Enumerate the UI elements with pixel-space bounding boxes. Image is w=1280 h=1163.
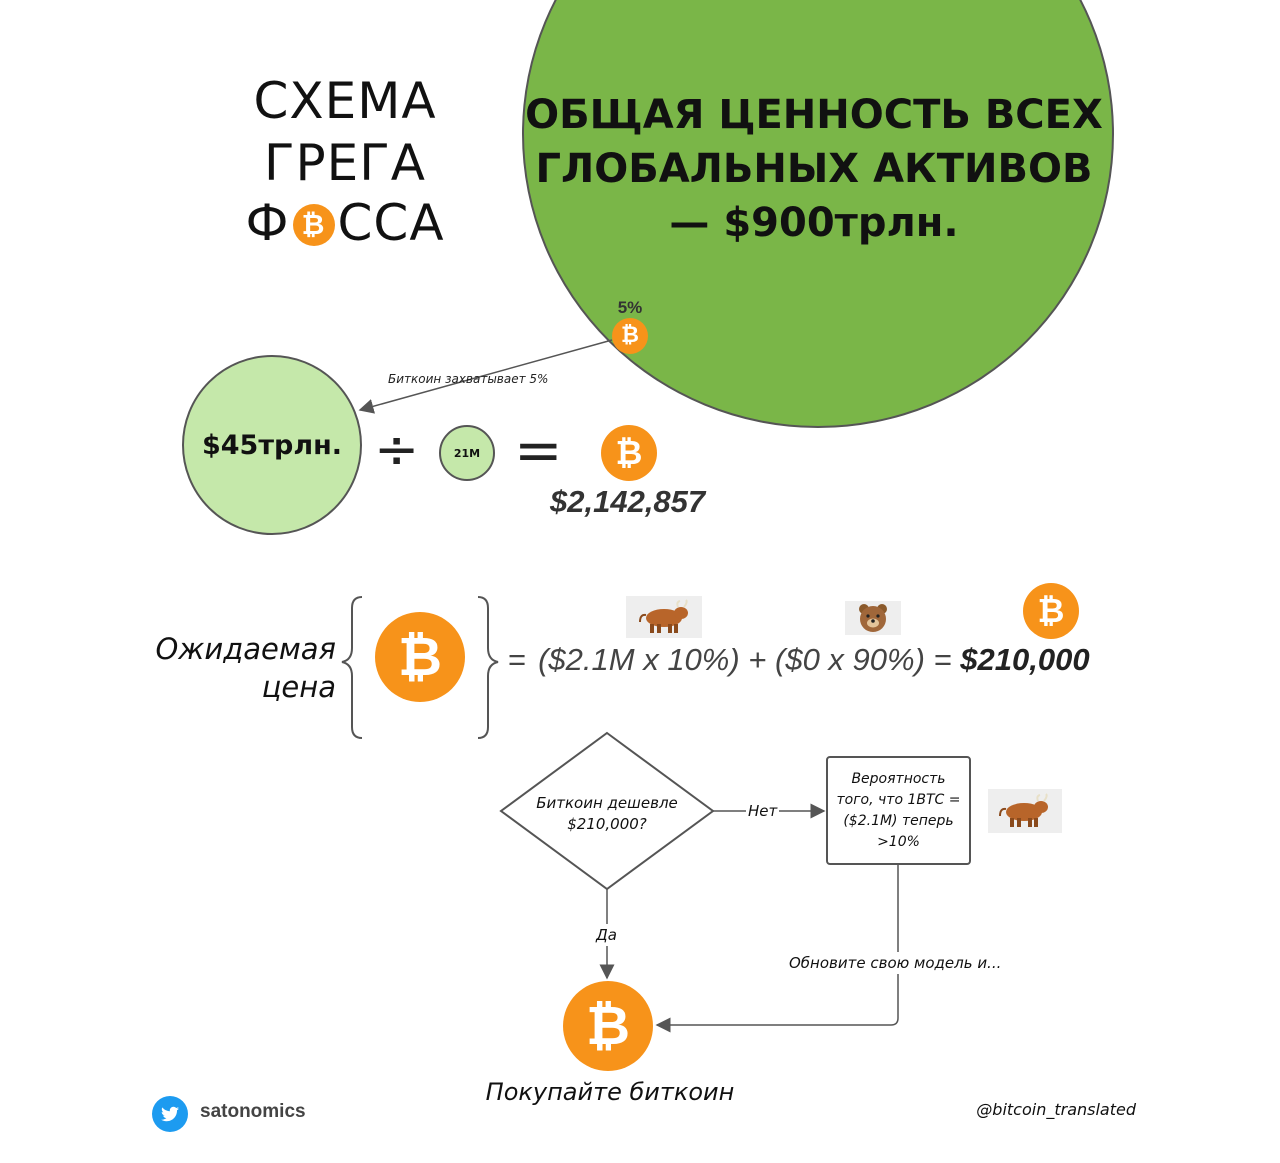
update-label: Обновите свою модель и... xyxy=(786,952,1005,974)
bull-icon xyxy=(988,789,1062,833)
no-label: Нет xyxy=(746,802,780,820)
telegram-handle[interactable]: @bitcoin_translated xyxy=(976,1100,1136,1119)
twitter-icon xyxy=(152,1096,188,1132)
equals-sign: = xyxy=(514,416,563,484)
probability-text: Вероятность того, что 1BTC = ($2.1M) теп… xyxy=(836,770,961,850)
capture-percent: 5% xyxy=(617,298,643,317)
capture-label: Биткоин захватывает 5% xyxy=(388,372,549,386)
title-line-3-end: ССА xyxy=(337,194,445,252)
update-arrow xyxy=(655,865,899,1033)
left-brace xyxy=(341,596,363,739)
divide-sign: ÷ xyxy=(374,418,420,481)
title-line-3: Ф₿ССА xyxy=(200,198,490,248)
yes-label: Да xyxy=(594,924,619,946)
title-line-2: ГРЕГА xyxy=(264,134,426,192)
bitcoin-icon: ₿ xyxy=(612,318,648,354)
bitcoin-icon: ₿ xyxy=(563,981,653,1071)
formula-expression: ($2.1M x 10%) + ($0 x 90%) = xyxy=(538,642,952,677)
formula-equals-sign: = xyxy=(508,642,527,677)
title-line-3-start: Ф xyxy=(245,194,290,252)
bitcoin-icon: ₿ xyxy=(1023,583,1079,639)
bitcoin-icon: ₿ xyxy=(601,425,657,481)
twitter-handle[interactable]: satonomics xyxy=(200,1101,306,1122)
formula-result: $210,000 xyxy=(960,642,1090,677)
bull-icon xyxy=(626,596,702,638)
expected-price-label: Ожидаемая цена xyxy=(140,630,336,706)
price-result: $2,142,857 xyxy=(550,484,706,519)
global-assets-text: ОБЩАЯ ЦЕННОСТЬ ВСЕХ ГЛОБАЛЬНЫХ АКТИВОВ —… xyxy=(525,92,1103,246)
expected-price-formula: = ($2.1M x 10%) + ($0 x 90%) = $210,000 xyxy=(508,642,1090,678)
decision-text: Биткоин дешевле $210,000? xyxy=(536,794,678,833)
right-brace xyxy=(477,596,499,739)
bitcoin-icon: ₿ xyxy=(375,612,465,702)
capture-arrow xyxy=(358,339,613,414)
title-line-1: СХЕМА xyxy=(253,72,437,130)
buy-bitcoin-label: Покупайте биткоин xyxy=(485,1078,735,1106)
expected-label-line-2: цена xyxy=(261,670,336,704)
bitcoin-icon: ₿ xyxy=(292,204,335,246)
share-value: $45трлн. xyxy=(201,429,343,461)
supply-circle: 21M xyxy=(439,425,495,481)
bear-icon xyxy=(845,601,901,635)
supply-value: 21M xyxy=(453,446,481,460)
share-circle: $45трлн. xyxy=(182,355,362,535)
probability-box: Вероятность того, что 1BTC = ($2.1M) теп… xyxy=(826,756,971,865)
expected-label-line-1: Ожидаемая xyxy=(155,632,336,666)
